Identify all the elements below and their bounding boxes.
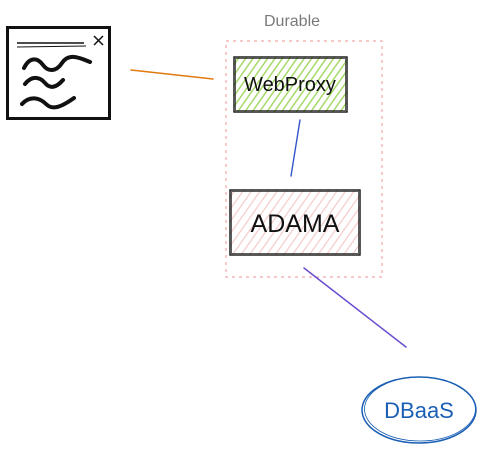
- document-scribble-icon: [6, 26, 111, 120]
- dbaas-node[interactable]: DBaaS: [361, 376, 477, 444]
- client-node[interactable]: [6, 26, 111, 120]
- adama-box: [229, 189, 361, 256]
- adama-node[interactable]: ADAMA: [229, 189, 361, 256]
- dbaas-label: DBaaS: [384, 398, 454, 423]
- webproxy-node[interactable]: WebProxy: [233, 56, 348, 113]
- durable-group[interactable]: Durable: [225, 13, 383, 278]
- edge-webproxy-adama: [290, 119, 301, 177]
- edge-client-webproxy: [130, 69, 214, 80]
- durable-group-label: Durable: [264, 13, 320, 30]
- webproxy-label: WebProxy: [244, 74, 336, 96]
- durable-group-border: [225, 40, 383, 278]
- webproxy-box: [233, 56, 348, 113]
- edge-adama-dbaas: [303, 267, 407, 348]
- adama-label: ADAMA: [251, 210, 340, 238]
